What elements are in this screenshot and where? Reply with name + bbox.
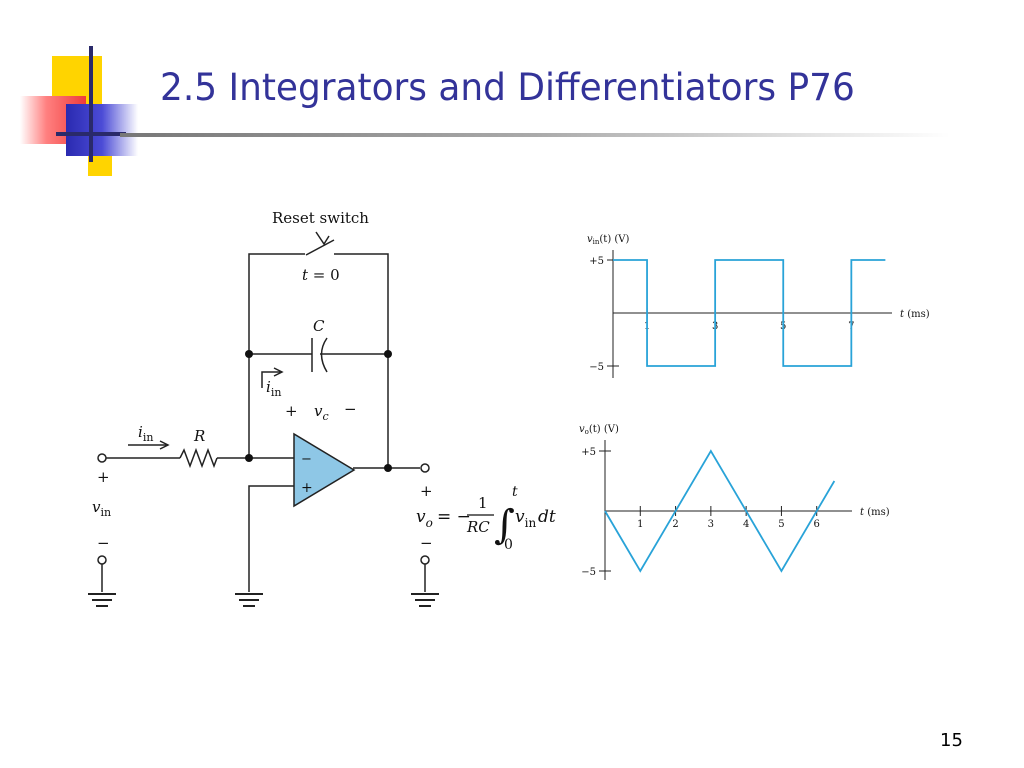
formula-integral-sign: ∫ xyxy=(494,502,515,548)
resistor-zigzag xyxy=(179,447,218,469)
vo-waveform-chart: +5 −5 1 2 3 4 5 6 t (ms) vo(t) (V) xyxy=(579,424,890,580)
switch-time-label: t = 0 xyxy=(302,266,340,284)
x-tick-label: 1 xyxy=(637,519,643,530)
switch-blade xyxy=(305,239,335,256)
opamp-minus-label: − xyxy=(301,452,312,467)
x-axis-label-var: t xyxy=(900,309,905,320)
x-tick-label: 3 xyxy=(708,519,714,530)
x-axis-label: t (ms) xyxy=(900,309,930,320)
op-amp xyxy=(293,432,356,508)
capacitor-label: C xyxy=(313,317,325,335)
x-axis-label: t (ms) xyxy=(860,507,890,518)
page-number: 15 xyxy=(940,730,963,751)
title-underline xyxy=(120,133,950,137)
formula-differential: dt xyxy=(538,507,556,527)
vin-minus-label: − xyxy=(97,534,110,552)
waveform-line xyxy=(613,259,886,367)
slide-title: 2.5 Integrators and Differentiators P76 xyxy=(160,66,855,109)
integrator-formula: vo = − 1 RC ∫ t 0 vin dt xyxy=(416,484,556,553)
x-tick-label: 4 xyxy=(743,519,749,530)
corner-decoration xyxy=(0,0,160,180)
y-axis-label-rest: (t) (V) xyxy=(599,234,629,245)
vo-minus-label: − xyxy=(420,534,433,552)
x-tick-label: 5 xyxy=(778,519,784,530)
input-current-label: iin xyxy=(138,423,153,444)
y-axis-label: vin(t) (V) xyxy=(587,234,630,246)
input-terminal-top xyxy=(97,453,107,463)
y-axis-label-var: v xyxy=(579,424,585,435)
vin-plus-label: + xyxy=(97,468,110,486)
vo-plus-label: + xyxy=(420,482,433,500)
vc-label: vc xyxy=(314,402,329,423)
vertical-rule xyxy=(89,46,93,162)
input-terminal-bottom xyxy=(97,555,107,565)
ground-symbol xyxy=(88,593,116,607)
y-tick-label: +5 xyxy=(581,447,596,458)
x-tick-label: 2 xyxy=(672,519,678,530)
x-axis-label-var: t xyxy=(860,507,865,518)
x-axis-label-unit: (ms) xyxy=(864,507,890,518)
vc-plus-label: + xyxy=(285,402,298,420)
waveform-line xyxy=(604,449,836,573)
formula-integrand: vin xyxy=(515,507,536,530)
formula-numerator: 1 xyxy=(478,494,488,512)
junction-dot xyxy=(245,350,253,358)
horizontal-rule-dark xyxy=(56,132,126,136)
y-axis-label-var: v xyxy=(587,234,593,245)
formula-equals: = − xyxy=(437,507,471,527)
noninverting-ground-wire xyxy=(248,485,294,592)
ground-symbol xyxy=(235,593,263,607)
formula-lower-limit: 0 xyxy=(504,537,513,553)
output-terminal-bottom xyxy=(420,555,430,565)
junction-dot xyxy=(384,464,392,472)
formula-vo: vo xyxy=(416,507,433,530)
iin-arrowhead-feedback xyxy=(273,367,284,377)
switch-wire-left xyxy=(248,253,305,354)
ground-symbol xyxy=(411,593,439,607)
formula-upper-limit: t xyxy=(512,484,518,500)
resistor-label: R xyxy=(193,427,205,445)
iin-arrow-feedback xyxy=(261,371,282,388)
y-axis-label-sub: in xyxy=(593,238,600,246)
y-tick-label: −5 xyxy=(589,362,604,373)
junction-dot xyxy=(245,454,253,462)
vc-minus-label: − xyxy=(344,400,357,418)
opamp-plus-label: + xyxy=(301,480,313,496)
y-axis-label-rest: (t) (V) xyxy=(589,424,619,435)
capacitor-plate-right xyxy=(320,337,328,373)
switch-wire-right xyxy=(334,253,389,354)
reset-switch-label: Reset switch xyxy=(272,209,369,227)
output-terminal-top xyxy=(420,463,430,473)
x-axis-label-unit: (ms) xyxy=(904,309,930,320)
blue-square xyxy=(66,104,138,156)
junction-dot xyxy=(384,350,392,358)
y-axis-label: vo(t) (V) xyxy=(579,424,619,436)
y-tick-label: −5 xyxy=(581,567,596,578)
iin-arrowhead-input xyxy=(159,440,170,450)
y-tick-label: +5 xyxy=(589,256,604,267)
vin-label: vin xyxy=(92,498,111,519)
formula-denominator: RC xyxy=(466,518,490,536)
feedback-current-label: iin xyxy=(266,378,281,399)
switch-arrow xyxy=(315,231,330,246)
y-axis-label-sub: o xyxy=(585,428,589,436)
x-tick-label: 6 xyxy=(814,519,820,530)
